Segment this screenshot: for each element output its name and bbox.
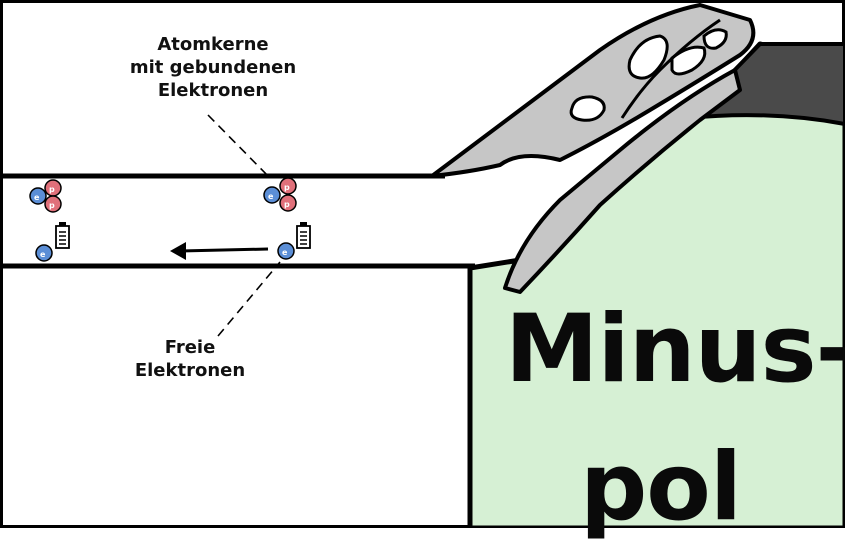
clip-hole-4 (702, 28, 728, 50)
label-line: Elektronen (134, 360, 246, 381)
electron (277, 242, 295, 260)
free-electron-left: e (35, 222, 70, 262)
label-free-electrons: Freie Elektronen (90, 336, 290, 382)
proton (279, 177, 297, 195)
electron (263, 186, 281, 204)
label-line: Freie (164, 337, 216, 358)
electron-label: e (34, 193, 40, 202)
pole-label-line1: Minus- (505, 295, 845, 404)
proton-label: p (49, 201, 55, 210)
proton (279, 194, 297, 212)
proton (44, 195, 62, 213)
clip-detail-curve (620, 18, 721, 119)
atom-nucleus-left: p p e (29, 179, 62, 213)
label-bound-electrons: Atomkerne mit gebundenen Elektronen (88, 33, 338, 102)
clip-hole-2 (627, 34, 669, 80)
label-line: mit gebundenen (129, 57, 297, 78)
clip-hole-1 (569, 95, 606, 122)
terminal-dark-top (682, 42, 845, 127)
electron (29, 187, 47, 205)
leader-free (217, 261, 281, 337)
proton-label: p (49, 185, 55, 194)
electron (35, 244, 53, 262)
alligator-clip (430, 3, 756, 294)
proton-label: p (284, 183, 290, 192)
clip-jaw-lower (503, 68, 742, 294)
electron-flow-arrow (170, 242, 269, 260)
label-line: Elektronen (157, 80, 269, 101)
electron-label: e (268, 192, 274, 201)
atom-nucleus-right: p p e (263, 177, 297, 212)
clip-jaw-upper (430, 3, 756, 178)
proton-label: p (284, 200, 290, 209)
circuit-diagram: p p e e p p e e (0, 0, 845, 528)
wire (2, 173, 475, 269)
free-electron-right: e (277, 222, 311, 260)
clip-hole-3 (670, 45, 707, 76)
electron-label: e (282, 248, 288, 257)
electron-label: e (40, 250, 46, 259)
label-line: Atomkerne (157, 34, 269, 55)
pole-label-line2: pol (580, 433, 742, 542)
